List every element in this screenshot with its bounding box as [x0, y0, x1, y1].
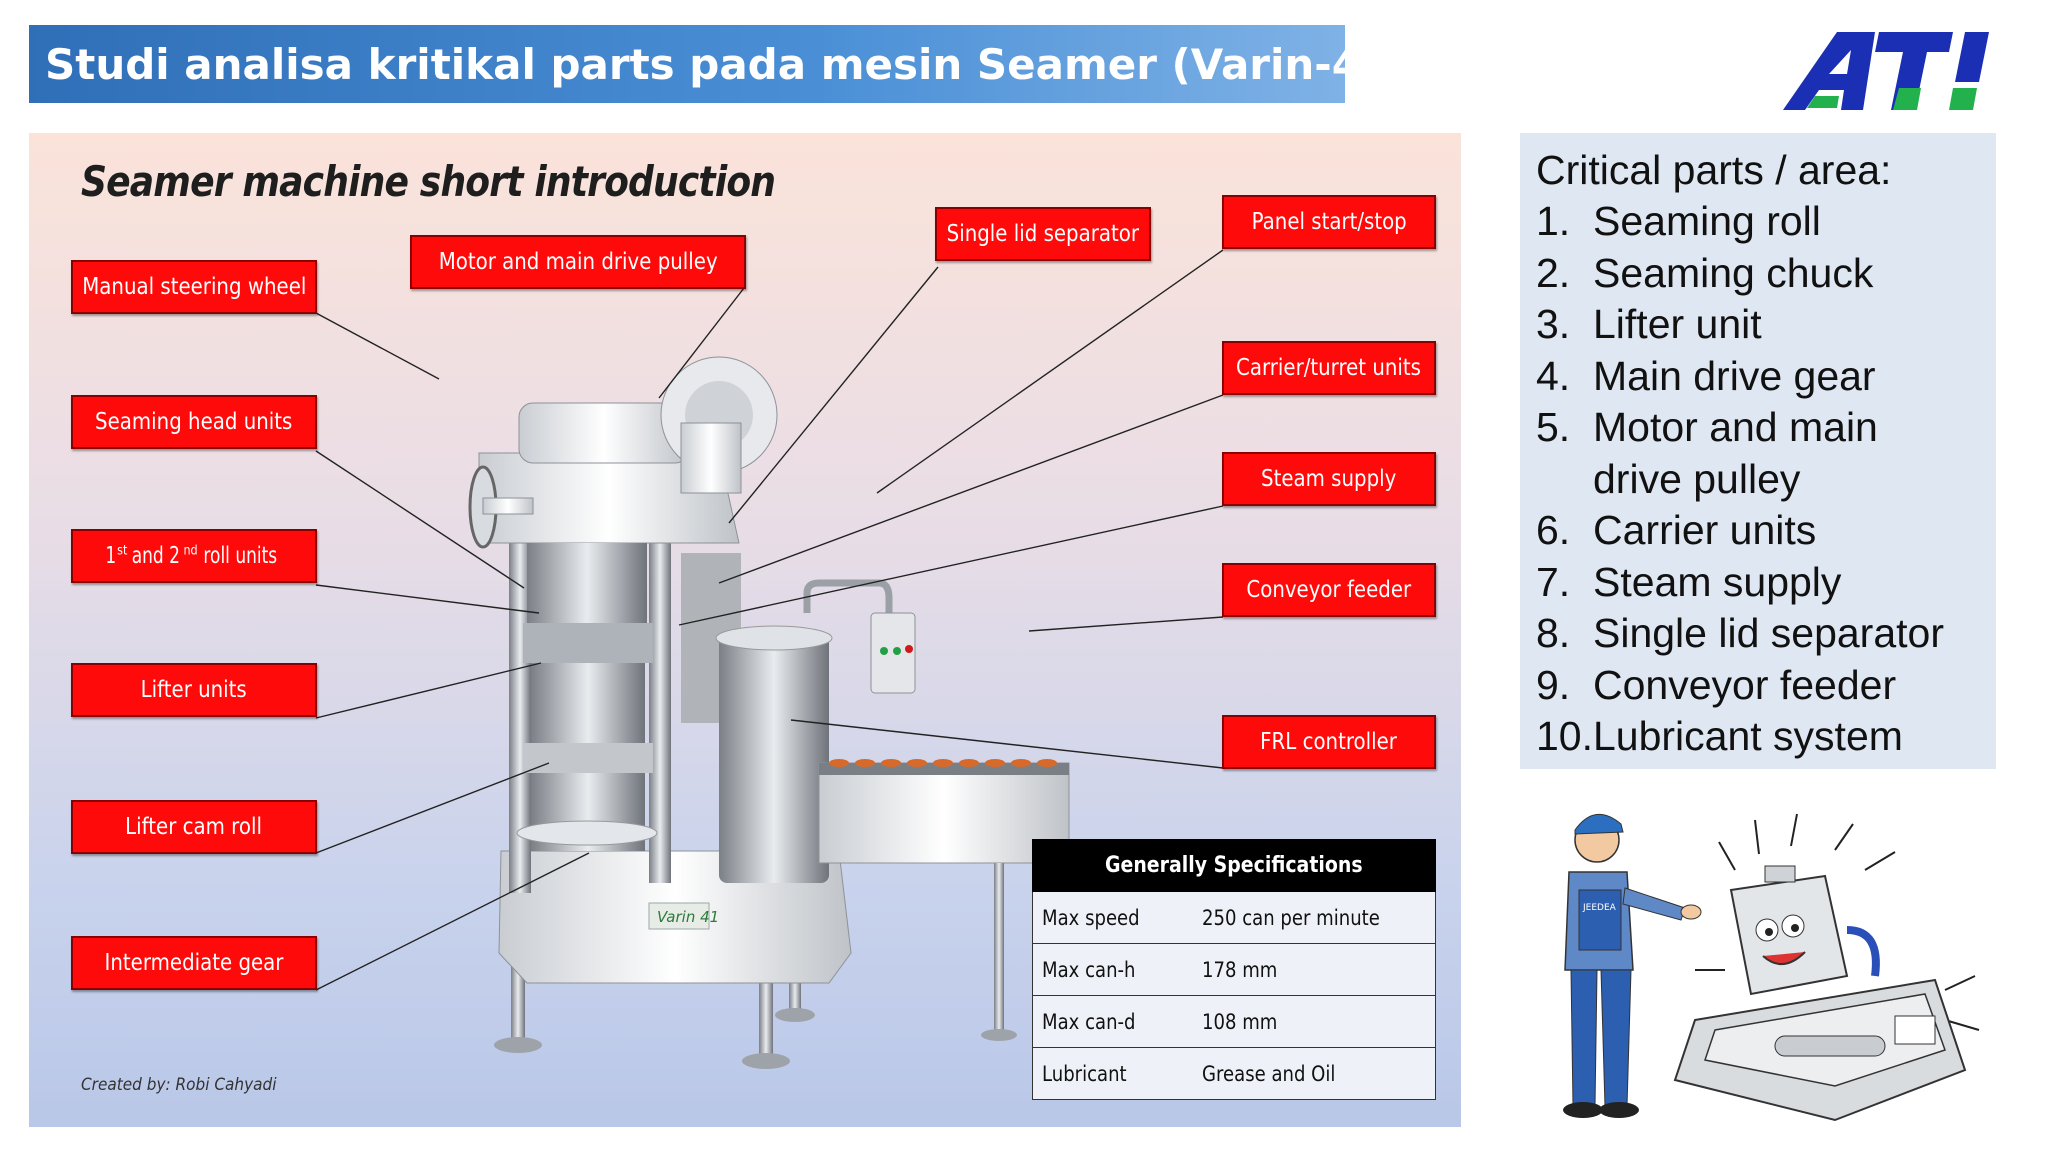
spec-row: Max can-d 108 mm: [1032, 995, 1436, 1048]
critical-part-item: 8.Single lid separator: [1536, 610, 1944, 656]
critical-part-item: 3.Lifter unit: [1536, 301, 1762, 347]
spec-table-title: Generally Specifications: [1032, 839, 1436, 892]
spec-key: Max speed: [1032, 891, 1193, 944]
slide-title: Studi analisa kritikal parts pada mesin …: [45, 39, 1410, 89]
seamer-diagram-panel: Seamer machine short introduction Varin …: [29, 133, 1461, 1127]
callout-conveyor-feeder: Conveyor feeder: [1222, 563, 1436, 617]
spec-key: Max can-h: [1032, 943, 1193, 996]
critical-part-item: 9.Conveyor feeder: [1536, 661, 1897, 708]
technician-cartoon-illustration: JEEDEA: [1563, 813, 1980, 1122]
critical-part-item: 7.Steam supply: [1536, 558, 1842, 605]
callout-intermediate-gear: Intermediate gear: [71, 936, 317, 990]
diagram-heading: Seamer machine short introduction: [81, 157, 776, 206]
critical-parts-list: 1.Seaming roll 2.Seaming chuck 3.Lifter …: [1536, 196, 1996, 763]
critical-parts-heading: Critical parts / area:: [1536, 147, 1892, 193]
seamer-machine-illustration: Varin 41: [468, 356, 1070, 1069]
overall-label: JEEDEA: [1582, 903, 1617, 913]
spec-row: Lubricant Grease and Oil: [1032, 1047, 1436, 1100]
spec-value: 250 can per minute: [1192, 891, 1436, 944]
critical-part-item: 1.Seaming roll: [1536, 198, 1821, 244]
general-specifications-table: Generally Specifications Max speed 250 c…: [1032, 839, 1436, 1100]
critical-part-item: 4.Main drive gear: [1536, 352, 1876, 399]
machine-model-label: Varin 41: [657, 908, 719, 926]
critical-part-item: 2.Seaming chuck: [1536, 249, 1874, 296]
spec-value: Grease and Oil: [1192, 1047, 1436, 1100]
callout-manual-steering-wheel: Manual steering wheel: [71, 260, 317, 314]
spec-value: 178 mm: [1192, 943, 1436, 996]
callout-frl-controller: FRL controller: [1222, 715, 1436, 769]
spec-key: Lubricant: [1032, 1047, 1193, 1100]
critical-part-item: 5.Motor and main: [1536, 404, 1878, 450]
callout-single-lid-separator: Single lid separator: [935, 207, 1151, 261]
ati-logo-letter-i: [1949, 32, 1989, 110]
callout-lifter-units: Lifter units: [71, 663, 317, 717]
ati-logo-letter-t: [1875, 32, 1953, 110]
critical-part-item: 6.Carrier units: [1536, 507, 1817, 553]
spec-table-header-row: Generally Specifications: [1032, 839, 1436, 892]
spec-key: Max can-d: [1032, 995, 1193, 1048]
spec-value: 108 mm: [1192, 995, 1436, 1048]
critical-part-item: 10.Lubricant system: [1536, 713, 1903, 759]
critical-parts-box: Critical parts / area: 1.Seaming roll 2.…: [1520, 133, 1996, 769]
spec-row: Max can-h 178 mm: [1032, 943, 1436, 996]
slide-title-bar: Studi analisa kritikal parts pada mesin …: [29, 25, 1409, 103]
ati-logo: [1783, 32, 1989, 110]
spec-row: Max speed 250 can per minute: [1032, 891, 1436, 944]
callout-lifter-cam-roll: Lifter cam roll: [71, 800, 317, 854]
callout-seaming-head-units: Seaming head units: [71, 395, 317, 449]
callout-motor-main-drive-pulley: Motor and main drive pulley: [410, 235, 746, 289]
ati-logo-letter-a: [1783, 32, 1875, 110]
callout-steam-supply: Steam supply: [1222, 452, 1436, 506]
callout-carrier-turret-units: Carrier/turret units: [1222, 341, 1436, 395]
callout-panel-start-stop: Panel start/stop: [1222, 195, 1436, 249]
diagram-credit: Created by: Robi Cahyadi: [81, 1075, 277, 1095]
critical-part-item-continuation: drive pulley: [1593, 455, 1801, 502]
